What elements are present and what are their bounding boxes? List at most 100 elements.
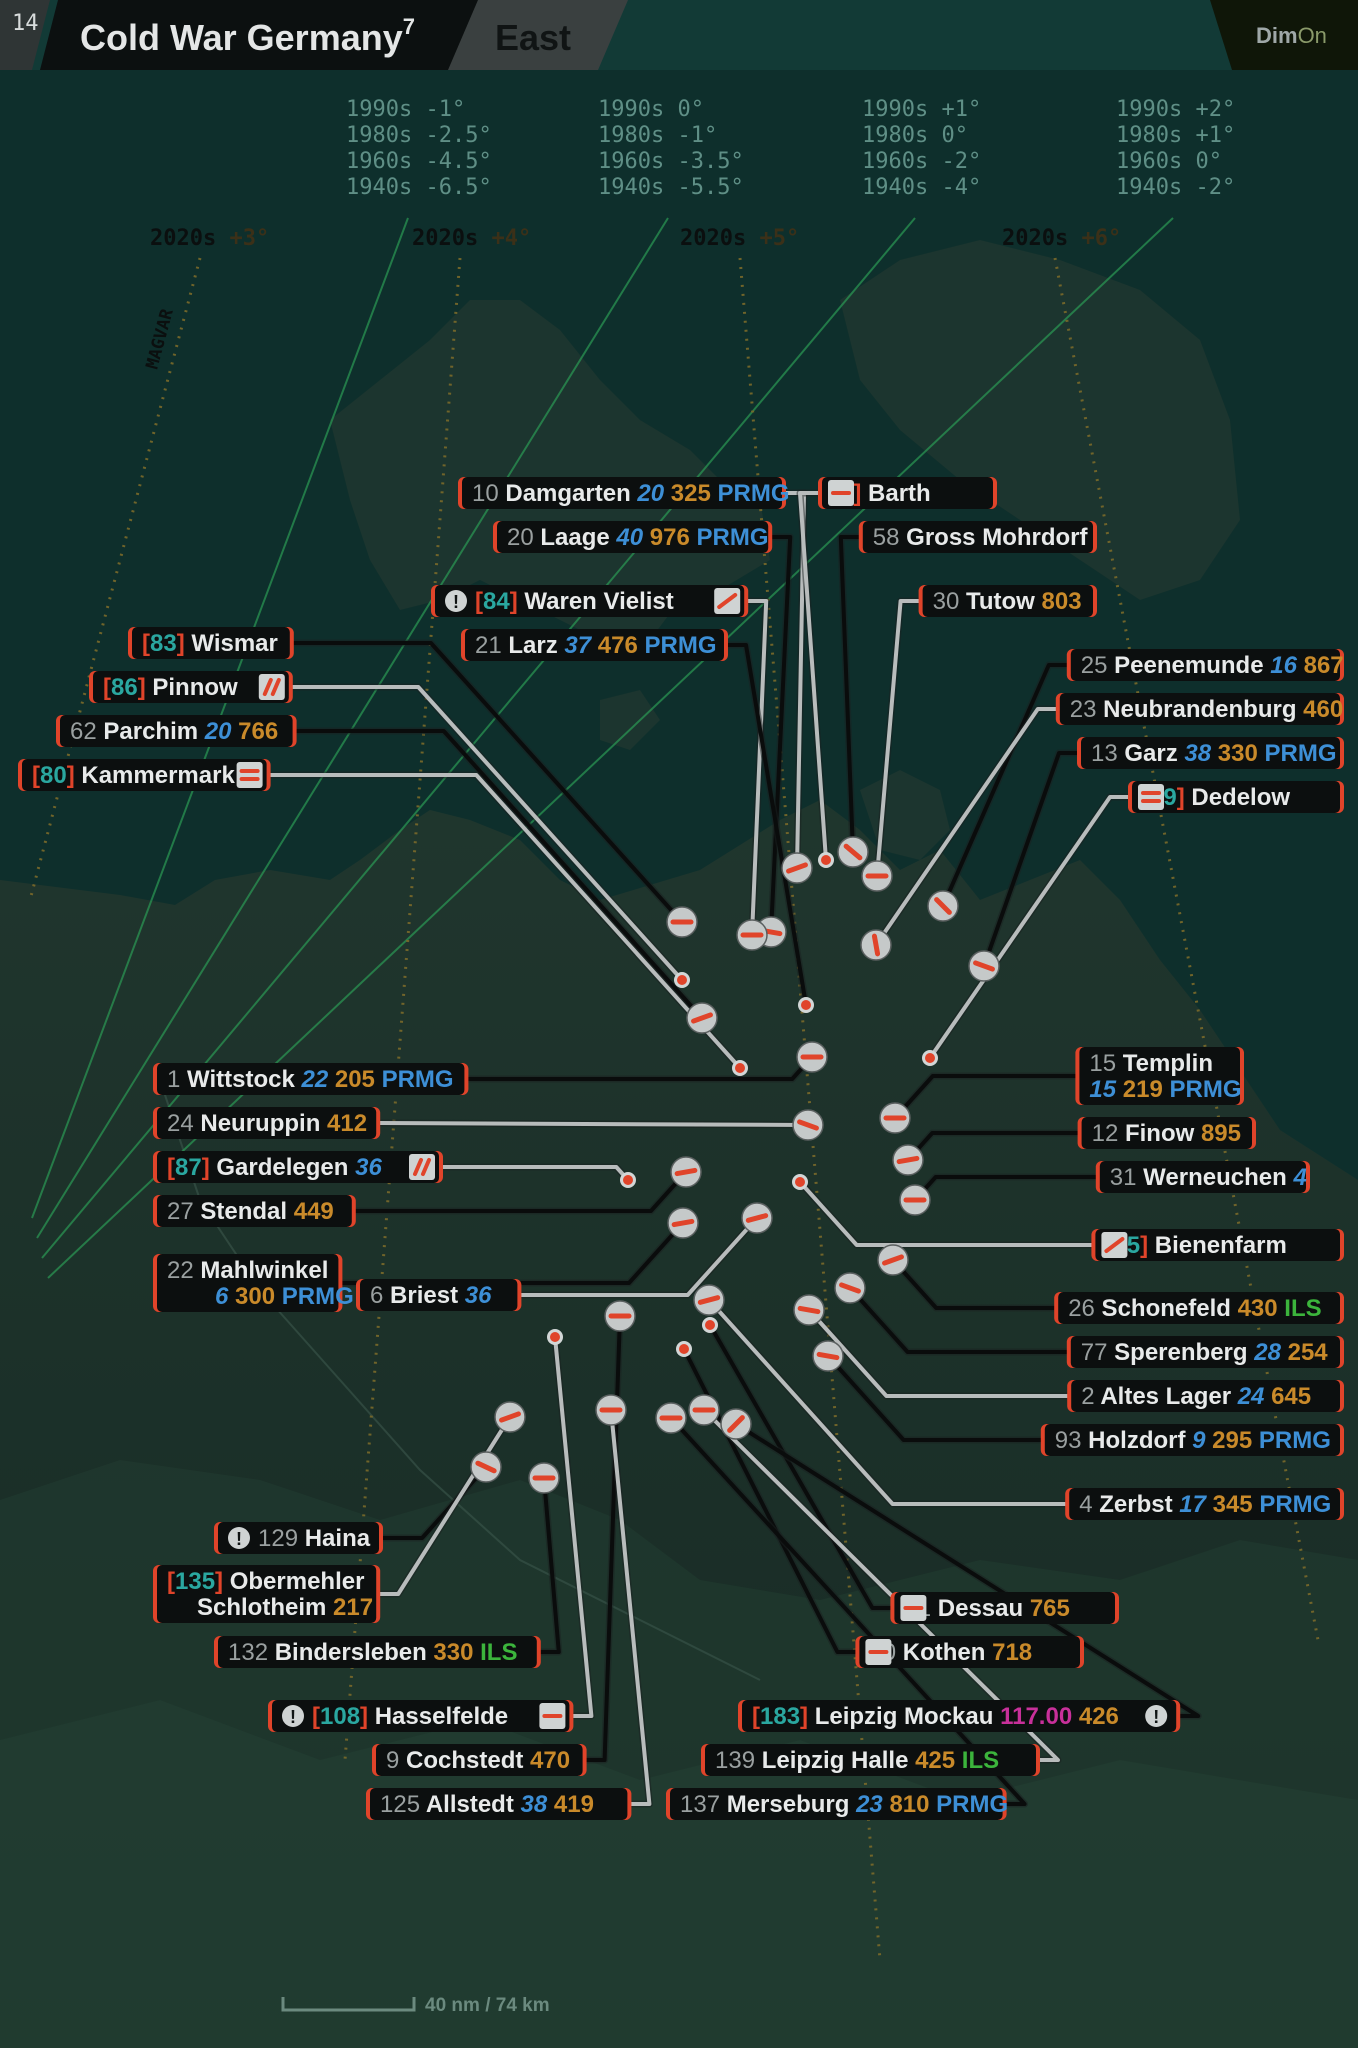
magvar-decade: 2020s — [412, 226, 478, 251]
airport-label-werneuchen[interactable]: 31 Werneuchen 4 — [1095, 1161, 1310, 1193]
airport-symbol-zerbst[interactable] — [693, 1284, 725, 1316]
airport-symbol-leipzig-halle[interactable] — [688, 1394, 720, 1426]
airport-label-sperenberg[interactable]: 77 Sperenberg 28 254 — [1066, 1336, 1344, 1368]
airport-symbol-bindersleben[interactable] — [528, 1462, 560, 1494]
airport-label-gardelegen[interactable]: [87] Gardelegen 36 — [153, 1151, 443, 1183]
airport-label-damgarten[interactable]: 10 Damgarten 20 325 PRMG — [458, 477, 790, 509]
airport-symbol-wittstock[interactable] — [796, 1041, 828, 1073]
label-box — [1070, 1336, 1340, 1368]
airport-symbol-merseburg[interactable] — [655, 1402, 687, 1434]
label-text: 27 Stendal 449 — [167, 1198, 334, 1225]
airport-label-finow[interactable]: 12 Finow 895 — [1077, 1117, 1256, 1149]
airport-symbol-tutow[interactable] — [861, 860, 893, 892]
magvar-row: 1960s 0° — [1116, 149, 1222, 174]
airport-label-bindersleben[interactable]: 132 Bindersleben 330 ILS — [214, 1636, 541, 1668]
airport-symbol-garz[interactable] — [968, 950, 1000, 982]
label-box — [1079, 1047, 1240, 1105]
label-part: 976 — [643, 524, 690, 551]
airport-symbol-holzdorf[interactable] — [812, 1340, 844, 1372]
airport-label-haina[interactable]: !129 Haina — [214, 1522, 383, 1554]
airport-symbol-haina[interactable] — [470, 1451, 502, 1483]
airport-label-larz[interactable]: 21 Larz 37 476 PRMG — [461, 629, 728, 661]
airport-label-stendal[interactable]: 27 Stendal 449 — [153, 1195, 356, 1227]
label-part: 24 — [167, 1110, 194, 1137]
airport-label-gross-mohrdorf[interactable]: 58 Gross Mohrdorf — [858, 521, 1097, 553]
airport-symbol-waren-vielist[interactable] — [736, 919, 768, 951]
airport-label-hasselfelde[interactable]: ![108] Hasselfelde — [268, 1700, 574, 1732]
airport-label-merseburg[interactable]: 137 Merseburg 23 810 PRMG — [666, 1788, 1008, 1820]
tab-east[interactable] — [448, 0, 628, 70]
airport-dot-kothen[interactable] — [676, 1341, 692, 1357]
airport-label-dessau[interactable]: 61 Dessau 765 — [890, 1592, 1119, 1624]
airport-label-wismar[interactable]: [83] Wismar — [128, 627, 294, 659]
airport-dot-larz[interactable] — [798, 997, 814, 1013]
label-part: PRMG — [711, 480, 790, 507]
label-part: ] — [1177, 784, 1185, 811]
airport-symbol-obermehler[interactable] — [494, 1401, 526, 1433]
airport-label-barth[interactable]: [3] Barth — [818, 477, 997, 509]
airport-symbol-templin[interactable] — [879, 1102, 911, 1134]
airport-dot-bienenfarm[interactable] — [792, 1174, 808, 1190]
airport-label-leipzig-halle[interactable]: 139 Leipzig Halle 425 ILS — [701, 1744, 1040, 1776]
airport-label-schonefeld[interactable]: 26 Schonefeld 430 ILS — [1054, 1292, 1344, 1324]
airport-label-laage[interactable]: 20 Laage 40 976 PRMG — [493, 521, 773, 553]
airport-symbol-damgarten[interactable] — [781, 852, 813, 884]
airport-label-kammermark[interactable]: [80] Kammermark — [18, 759, 271, 791]
airport-symbol-finow[interactable] — [892, 1144, 924, 1176]
airport-symbol-wismar[interactable] — [666, 906, 698, 938]
airport-label-cochstedt[interactable]: 9 Cochstedt 470 — [372, 1744, 587, 1776]
airport-label-bienenfarm[interactable]: [85] Bienenfarm — [1091, 1229, 1344, 1261]
airport-dot-hasselfelde[interactable] — [547, 1329, 563, 1345]
airport-label-neubrandenburg[interactable]: 23 Neubrandenburg 460 — [1055, 693, 1344, 725]
label-text: [85] Bienenfarm — [1105, 1232, 1286, 1259]
magvar-decade: 2020s — [150, 226, 216, 251]
airport-dot-dessau[interactable] — [702, 1317, 718, 1333]
airport-symbol-briest[interactable] — [741, 1202, 773, 1234]
airport-label-pinnow[interactable]: [86] Pinnow — [89, 671, 293, 703]
airport-dot-barth[interactable] — [818, 852, 834, 868]
airport-label-holzdorf[interactable]: 93 Holzdorf 9 295 PRMG — [1040, 1424, 1344, 1456]
airport-label-wittstock[interactable]: 1 Wittstock 22 205 PRMG — [153, 1063, 469, 1095]
airport-symbol-allstedt[interactable] — [595, 1394, 627, 1426]
airport-symbol-neuruppin[interactable] — [792, 1109, 824, 1141]
airport-symbol-peenemunde[interactable] — [927, 890, 959, 922]
airport-label-peenemunde[interactable]: 25 Peenemunde 16 867 — [1066, 649, 1344, 681]
magvar-decade: 1960s — [1116, 149, 1182, 174]
airport-symbol-schonefeld[interactable] — [877, 1244, 909, 1276]
airport-symbol-neubrandenburg[interactable] — [860, 929, 892, 961]
airport-label-briest[interactable]: 6 Briest 36 — [356, 1279, 522, 1311]
airport-label-parchim[interactable]: 62 Parchim 20 766 — [56, 715, 297, 747]
label-part: Stendal — [194, 1198, 294, 1225]
airport-dot-gardelegen[interactable] — [620, 1172, 636, 1188]
airport-label-neuruppin[interactable]: 24 Neuruppin 412 — [153, 1107, 381, 1139]
airport-symbol-werneuchen[interactable] — [899, 1184, 931, 1216]
label-part: PRMG — [638, 632, 717, 659]
airport-label-allstedt[interactable]: 125 Allstedt 38 419 — [366, 1788, 632, 1820]
airport-label-altes-lager[interactable]: 2 Altes Lager 24 645 — [1067, 1380, 1344, 1412]
airport-label-leipzig-mockau[interactable]: [183] Leipzig Mockau 117.00 426! — [738, 1700, 1181, 1732]
airport-symbol-altes-lager[interactable] — [793, 1294, 825, 1326]
leader-line-tutow — [875, 599, 921, 877]
airport-dot-dedelow[interactable] — [922, 1050, 938, 1066]
airport-symbol-sperenberg[interactable] — [834, 1272, 866, 1304]
airport-symbol-parchim[interactable] — [686, 1002, 718, 1034]
airport-symbol-gross-mohrdorf[interactable] — [837, 836, 869, 868]
magvar-decade: 1940s — [1116, 175, 1182, 200]
airport-symbol-stendal[interactable] — [670, 1156, 702, 1188]
airport-label-tutow[interactable]: 30 Tutow 803 — [918, 585, 1097, 617]
airport-symbol-cochstedt[interactable] — [604, 1300, 636, 1332]
airport-label-kothen[interactable]: 60 Kothen 718 — [855, 1636, 1084, 1668]
airport-symbol-leipzig-mockau[interactable] — [720, 1408, 752, 1440]
airport-label-waren-vielist[interactable]: ![84] Waren Vielist — [431, 585, 749, 617]
magvar-value: +1° — [1182, 123, 1235, 148]
label-part: 62 — [70, 718, 97, 745]
airport-dot-pinnow[interactable] — [674, 972, 690, 988]
airport-label-garz[interactable]: 13 Garz 38 330 PRMG — [1077, 737, 1344, 769]
airport-label-dedelow[interactable]: [79] Dedelow — [1128, 781, 1344, 813]
airport-dot-kammermark[interactable] — [732, 1060, 748, 1076]
airport-label-zerbst[interactable]: 4 Zerbst 17 345 PRMG — [1065, 1488, 1344, 1520]
airport-symbol-mahlwinkel[interactable] — [667, 1207, 699, 1239]
